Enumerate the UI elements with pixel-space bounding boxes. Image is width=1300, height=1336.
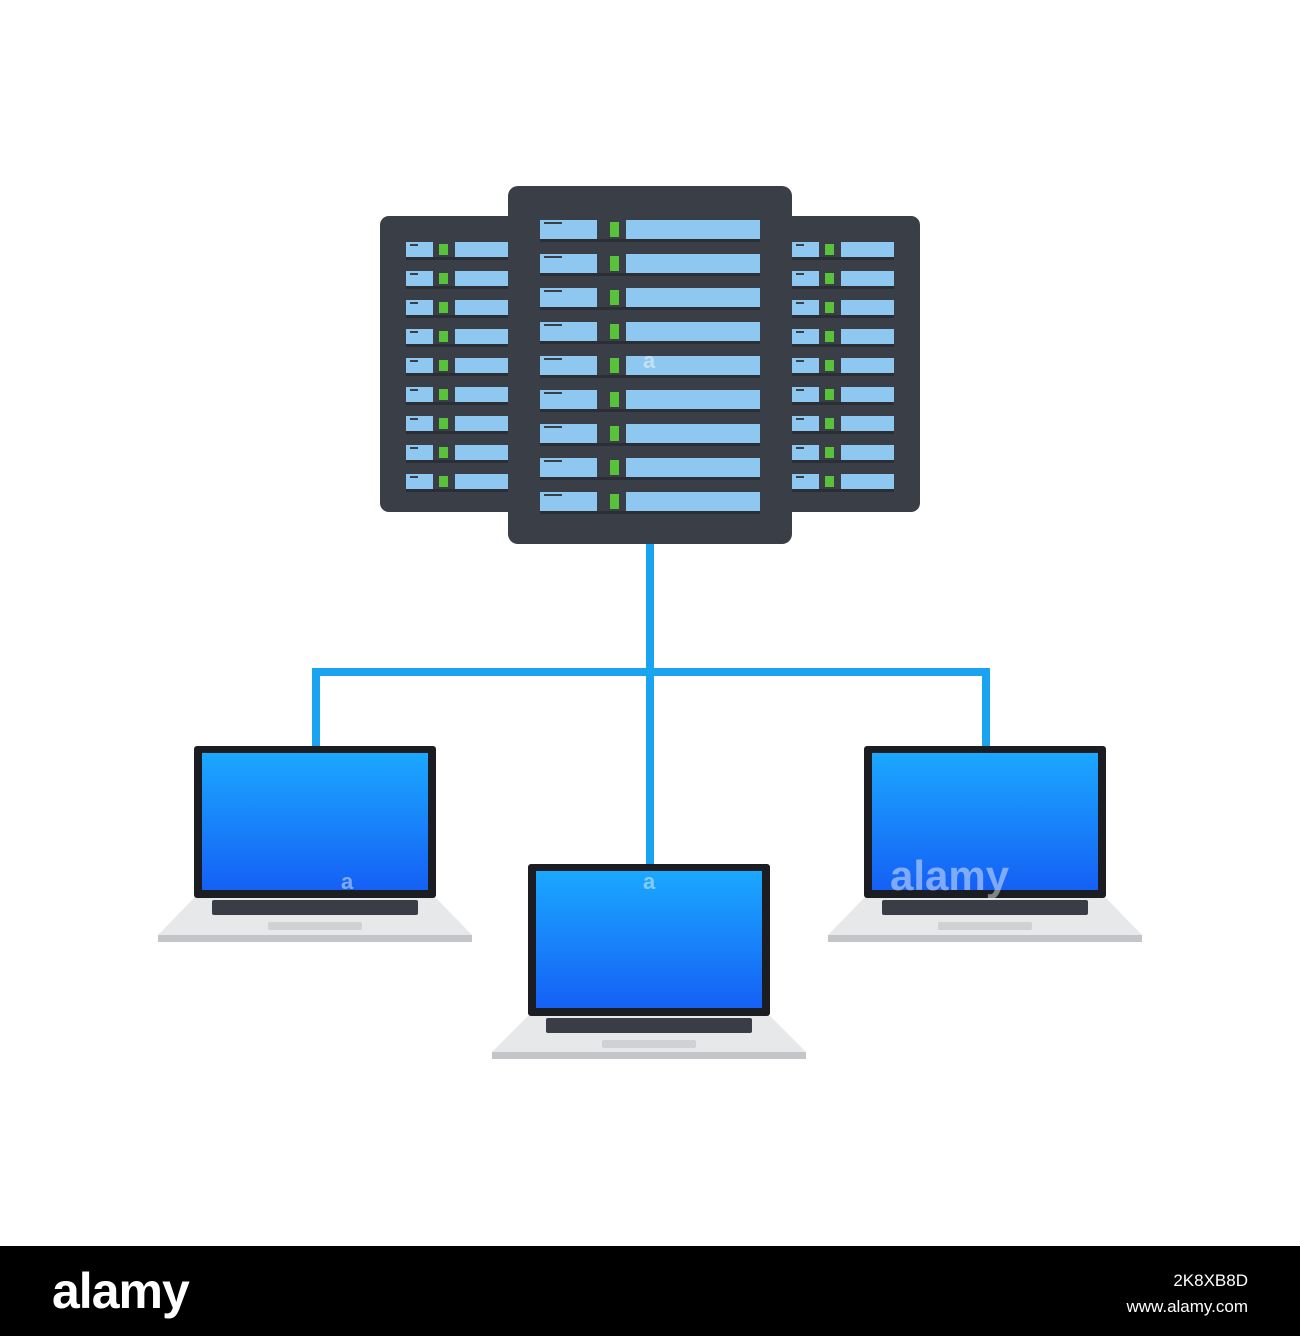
drive-bay <box>792 242 894 260</box>
drive-bay <box>540 254 760 276</box>
laptop-screen <box>536 871 762 1008</box>
status-led <box>439 389 448 400</box>
status-led <box>439 331 448 342</box>
status-led <box>825 447 834 458</box>
server-rack-left <box>380 216 520 512</box>
drive-bay <box>406 358 508 376</box>
touchpad <box>602 1040 696 1048</box>
status-led <box>610 426 619 441</box>
drive-bay <box>792 416 894 434</box>
drive-bay <box>540 220 760 242</box>
image-id: 2K8XB8D <box>1173 1271 1248 1290</box>
status-led <box>439 418 448 429</box>
status-led <box>610 494 619 509</box>
touchpad <box>268 922 362 930</box>
status-led <box>439 244 448 255</box>
status-led <box>825 360 834 371</box>
keyboard <box>882 900 1088 915</box>
footer-bar: alamy 2K8XB8D www.alamy.com <box>0 1246 1300 1336</box>
drive-bay <box>540 424 760 446</box>
status-led <box>439 360 448 371</box>
drive-bay <box>792 474 894 492</box>
drive-bay <box>406 329 508 347</box>
drive-bay <box>540 390 760 412</box>
status-led <box>439 273 448 284</box>
drive-bay <box>406 387 508 405</box>
drive-bay <box>792 387 894 405</box>
site-url: www.alamy.com <box>1126 1297 1248 1316</box>
svg-text:a: a <box>643 348 656 373</box>
laptop-screen <box>202 753 428 890</box>
drive-bay <box>540 322 760 344</box>
drive-bay <box>540 458 760 480</box>
status-led <box>610 324 619 339</box>
status-led <box>610 358 619 373</box>
drive-bay <box>406 300 508 318</box>
drive-bay <box>406 445 508 463</box>
status-led <box>439 476 448 487</box>
status-led <box>825 331 834 342</box>
network-diagram: a a a alamy <box>158 186 1142 1059</box>
svg-text:a: a <box>341 869 354 894</box>
status-led <box>825 302 834 313</box>
drive-bay <box>792 329 894 347</box>
status-led <box>825 418 834 429</box>
image-meta: 2K8XB8D www.alamy.com <box>1126 1268 1248 1320</box>
status-led <box>825 244 834 255</box>
network-connectors <box>312 540 990 864</box>
status-led <box>439 447 448 458</box>
status-led <box>825 273 834 284</box>
laptop-icon-left <box>158 746 472 942</box>
status-led <box>610 222 619 237</box>
keyboard <box>212 900 418 915</box>
drive-bay <box>792 358 894 376</box>
status-led <box>825 389 834 400</box>
drive-bay <box>792 271 894 289</box>
drive-bay <box>792 300 894 318</box>
branch-connector <box>312 668 990 749</box>
alamy-logo: alamy <box>52 1263 190 1319</box>
drive-bay <box>406 271 508 289</box>
drive-bay <box>540 288 760 310</box>
status-led <box>610 460 619 475</box>
drive-bay <box>540 356 760 378</box>
server-rack-icon <box>380 186 920 544</box>
drive-bay <box>406 474 508 492</box>
laptop-icon-center <box>492 864 806 1059</box>
svg-text:a: a <box>643 869 656 894</box>
keyboard <box>546 1018 752 1033</box>
drive-bay <box>540 492 760 514</box>
drive-bay <box>792 445 894 463</box>
svg-text:alamy: alamy <box>890 852 1010 899</box>
drive-bay <box>406 416 508 434</box>
watermark: a a a alamy <box>341 348 1010 899</box>
status-led <box>439 302 448 313</box>
touchpad <box>938 922 1032 930</box>
status-led <box>610 256 619 271</box>
status-led <box>610 392 619 407</box>
laptop-icon-right <box>828 746 1142 942</box>
status-led <box>610 290 619 305</box>
status-led <box>825 476 834 487</box>
laptop-screen <box>872 753 1098 890</box>
drive-bay <box>406 242 508 260</box>
